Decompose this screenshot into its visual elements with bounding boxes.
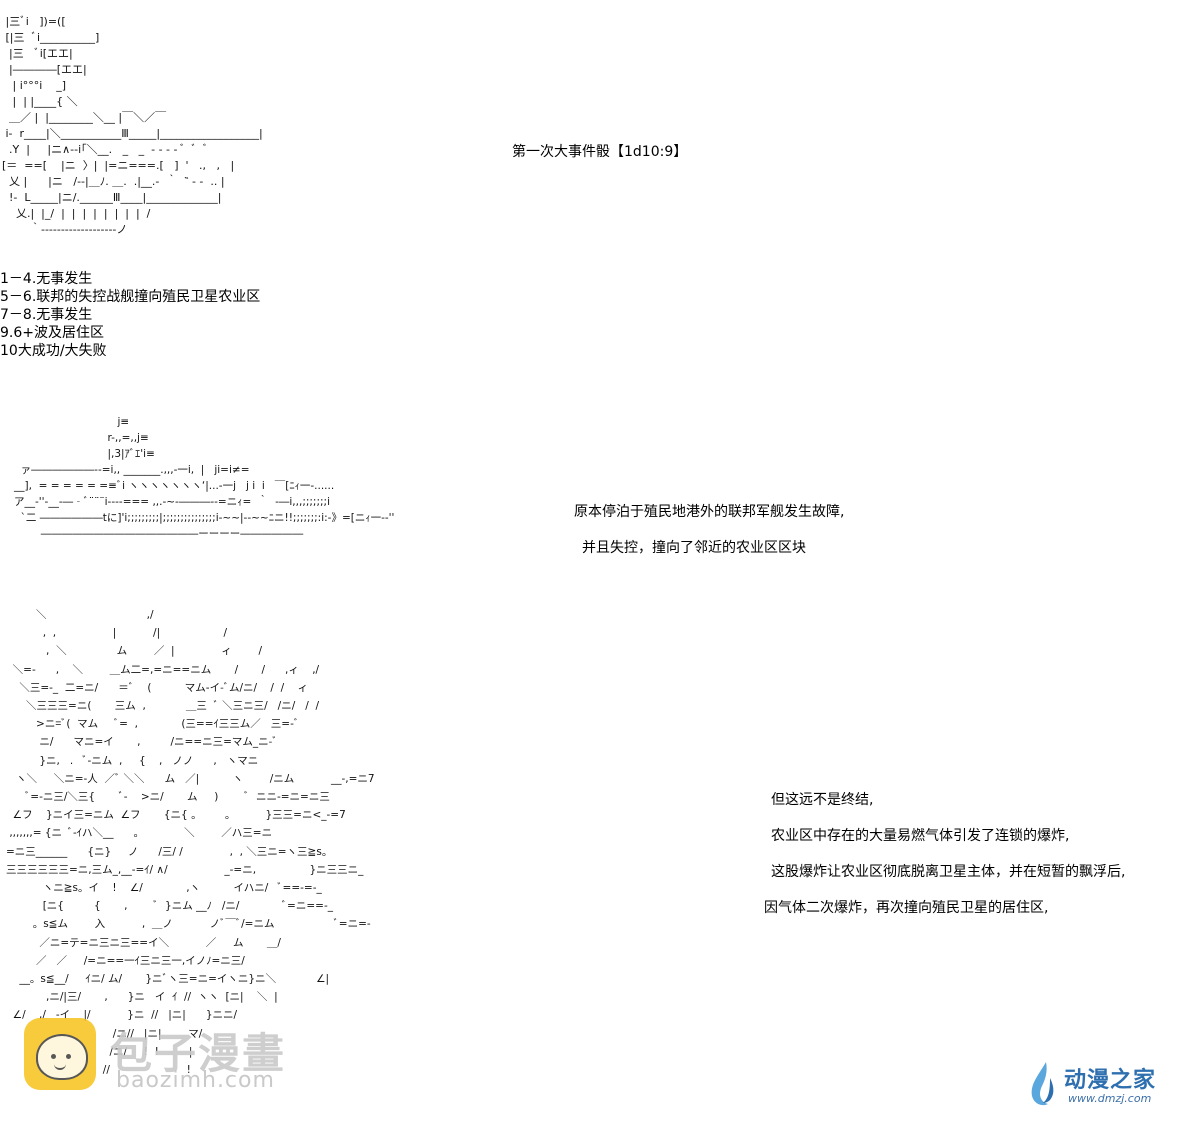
ascii-art-explosion: ＼ ,/ , , | /| / , ＼ ム ／ | ィ / ＼=- , ＼ ＿ム… [6,609,375,1077]
narration-2-line-3: 这股爆炸让农业区彻底脱离卫星主体，并在短暂的飘浮后, [771,864,1126,880]
watermark-baozimh: 包子漫畫 baozimh.com [24,1018,324,1098]
rule-item: 9.6+波及居住区 [0,325,104,341]
rule-item: 5－6.联邦的失控战舰撞向殖民卫星农业区 [0,289,261,305]
rule-item: 1－4.无事发生 [0,271,93,287]
narration-1-line-2: 并且失控，撞向了邻近的农业区区块 [582,540,806,556]
dice-title: 第一次大事件骰【1d10:9】 [512,144,688,160]
narration-2-line-4: 因气体二次爆炸，再次撞向殖民卫星的居住区, [764,900,1049,916]
watermark-dmzj: 动漫之家 www.dmzj.com [1028,1058,1178,1114]
watermark-left-url: baozimh.com [116,1068,275,1093]
narration-1-line-1: 原本停泊于殖民地港外的联邦军舰发生故障, [574,504,845,520]
watermark-right-url: www.dmzj.com [1068,1092,1152,1105]
ascii-art-small-ship: j≡ r-,,=,,j≡ |,3|ｱﾞｴ'i≡ ァ――――――--=i,, __… [14,416,395,540]
water-drop-icon [1031,1062,1054,1106]
watermark-right-title: 动漫之家 [1064,1068,1157,1093]
rule-item: 10大成功/大失败 [0,343,107,359]
watermark-left-title: 包子漫畫 [110,1029,287,1078]
ascii-art-large-ship: |三ﾞi ])=([ [|三 ﾞi__________] |三 ﾞi[エエ| |… [2,15,263,236]
narration-2-line-2: 农业区中存在的大量易燃气体引发了连锁的爆炸, [771,828,1070,844]
dice-rules-list: 1－4.无事发生 5－6.联邦的失控战舰撞向殖民卫星农业区 7－8.无事发生 9… [0,270,260,360]
rule-item: 7－8.无事发生 [0,307,93,323]
narration-2-line-1: 但这远不是终结, [771,792,874,808]
bun-logo-icon [24,1018,96,1090]
